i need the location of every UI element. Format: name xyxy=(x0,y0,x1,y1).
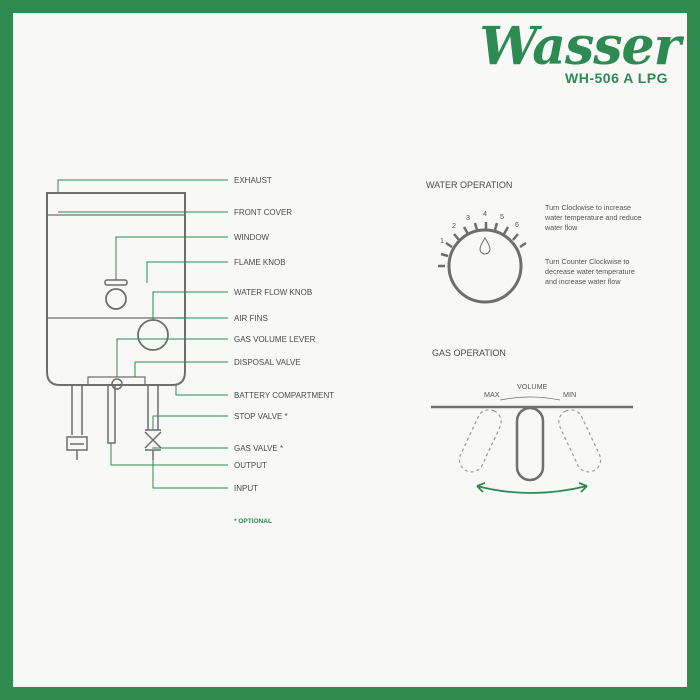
flame-knob xyxy=(105,288,127,310)
gas-operation-section: GAS OPERATION VOLUME MAX MIN xyxy=(431,348,633,494)
leader-water-flow-knob xyxy=(152,291,228,320)
content-panel xyxy=(13,13,687,687)
scale-6: 6 xyxy=(515,220,519,229)
leader-gas-volume-lever xyxy=(116,338,228,377)
clockwise-instructions: Turn Clockwise to increase water tempera… xyxy=(544,203,643,232)
label-output: OUTPUT xyxy=(234,461,267,470)
leader-output xyxy=(110,443,228,466)
leader-lines xyxy=(57,179,228,489)
label-battery-compartment: BATTERY COMPARTMENT xyxy=(234,391,334,400)
scale-5: 5 xyxy=(500,212,504,221)
water-operation-title: WATER OPERATION xyxy=(426,180,512,190)
heater-body xyxy=(46,192,186,386)
label-front-cover: FRONT COVER xyxy=(234,208,292,217)
label-stop-valve: STOP VALVE * xyxy=(234,412,288,421)
battery-compartment xyxy=(87,376,146,385)
volume-arc xyxy=(499,396,561,401)
label-gas-valve: GAS VALVE * xyxy=(234,444,283,453)
water-flow-knob xyxy=(137,319,169,351)
label-exhaust: EXHAUST xyxy=(234,176,272,185)
dial-ticks xyxy=(438,222,527,268)
gas-lever-arrow xyxy=(476,485,588,494)
model-number: WH-506 A LPG xyxy=(565,70,668,86)
label-window: WINDOW xyxy=(234,233,270,242)
scale-1: 1 xyxy=(440,236,444,245)
brand-block: Wasser WH-506 A LPG xyxy=(470,16,681,87)
label-disposal-valve: DISPOSAL VALVE xyxy=(234,358,301,367)
min-label: MIN xyxy=(563,390,576,399)
gas-lever xyxy=(515,406,545,482)
pipe-left xyxy=(71,385,83,435)
arrow-head-right xyxy=(578,482,588,493)
disposal-valve xyxy=(111,378,123,390)
label-gas-volume-lever: GAS VOLUME LEVER xyxy=(234,335,316,344)
volume-label: VOLUME xyxy=(517,382,548,391)
scale-3: 3 xyxy=(466,213,470,222)
label-water-flow-knob: WATER FLOW KNOB xyxy=(234,288,312,297)
label-air-fins: AIR FINS xyxy=(234,314,268,323)
label-flame-knob: FLAME KNOB xyxy=(234,258,286,267)
leader-stop-valve xyxy=(152,415,228,430)
gas-valve-left xyxy=(66,436,88,451)
scale-2: 2 xyxy=(452,221,456,230)
leader-window xyxy=(115,236,228,280)
stop-valve xyxy=(144,429,162,451)
label-input: INPUT xyxy=(234,484,258,493)
gas-lever-max-ghost xyxy=(458,409,502,473)
leader-input xyxy=(152,460,228,489)
water-dial xyxy=(447,228,523,304)
arrow-head-left xyxy=(476,482,486,493)
water-operation-section: WATER OPERATION 1 2 3 4 5 6 Turn Clockwi… xyxy=(426,180,643,304)
gas-lever-min-ghost xyxy=(558,409,602,473)
leader-flame-knob xyxy=(146,261,228,283)
pipe-right xyxy=(147,385,159,430)
heater-illustration xyxy=(46,192,186,460)
water-drop-icon xyxy=(479,237,491,255)
optional-note: * OPTIONAL xyxy=(234,518,272,525)
part-labels: EXHAUST FRONT COVER WINDOW FLAME KNOB WA… xyxy=(234,176,334,525)
counter-clockwise-instructions: Turn Counter Clockwise to decrease water… xyxy=(545,257,637,286)
max-label: MAX xyxy=(484,390,500,399)
gas-operation-title: GAS OPERATION xyxy=(432,348,506,358)
brand-logo: Wasser xyxy=(479,16,681,77)
output-pipe xyxy=(107,385,116,444)
leader-disposal-valve xyxy=(134,361,228,377)
leader-battery-compartment xyxy=(175,385,228,396)
dial-scale: 1 2 3 4 5 6 xyxy=(440,209,519,245)
scale-4: 4 xyxy=(483,209,487,218)
window-slot xyxy=(104,279,128,286)
leader-exhaust xyxy=(57,179,228,193)
